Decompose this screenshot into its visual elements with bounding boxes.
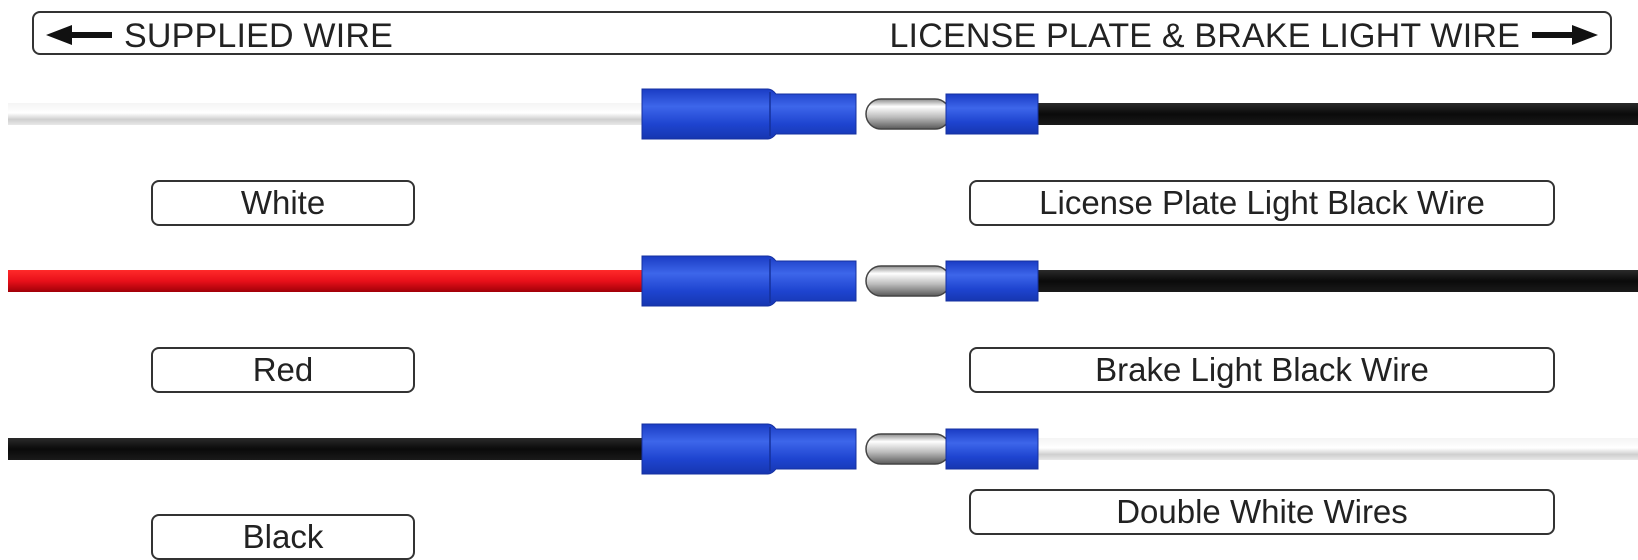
female-bullet-connector: [641, 423, 857, 475]
male-bullet-pin: [865, 98, 951, 130]
vehicle-wire-black: [1030, 103, 1638, 125]
supplied-wire-red: [8, 270, 648, 292]
wire-row-1: [8, 88, 1638, 140]
male-bullet-pin: [865, 433, 951, 465]
label-white: White: [151, 180, 415, 226]
header-banner: SUPPLIED WIRE LICENSE PLATE & BRAKE LIGH…: [32, 11, 1612, 55]
vehicle-wire-black: [1030, 270, 1638, 292]
label-brake-light-black-wire: Brake Light Black Wire: [969, 347, 1555, 393]
supplied-wire-black: [8, 438, 648, 460]
male-bullet-connector: [945, 260, 1039, 302]
label-double-white-wires: Double White Wires: [969, 489, 1555, 535]
label-license-plate-light-black-wire: License Plate Light Black Wire: [969, 180, 1555, 226]
female-bullet-connector: [641, 88, 857, 140]
arrow-right-icon: [1532, 25, 1598, 45]
arrow-left-icon: [46, 25, 112, 45]
supplied-wire-white: [8, 103, 648, 125]
label-black: Black: [151, 514, 415, 560]
male-bullet-connector: [945, 428, 1039, 470]
wire-row-3: [8, 423, 1638, 475]
female-bullet-connector: [641, 255, 857, 307]
vehicle-wire-white: [1030, 438, 1638, 460]
license-brake-wire-heading: LICENSE PLATE & BRAKE LIGHT WIRE: [889, 17, 1520, 55]
label-red: Red: [151, 347, 415, 393]
male-bullet-pin: [865, 265, 951, 297]
male-bullet-connector: [945, 93, 1039, 135]
wire-row-2: [8, 255, 1638, 307]
supplied-wire-heading: SUPPLIED WIRE: [124, 17, 393, 55]
